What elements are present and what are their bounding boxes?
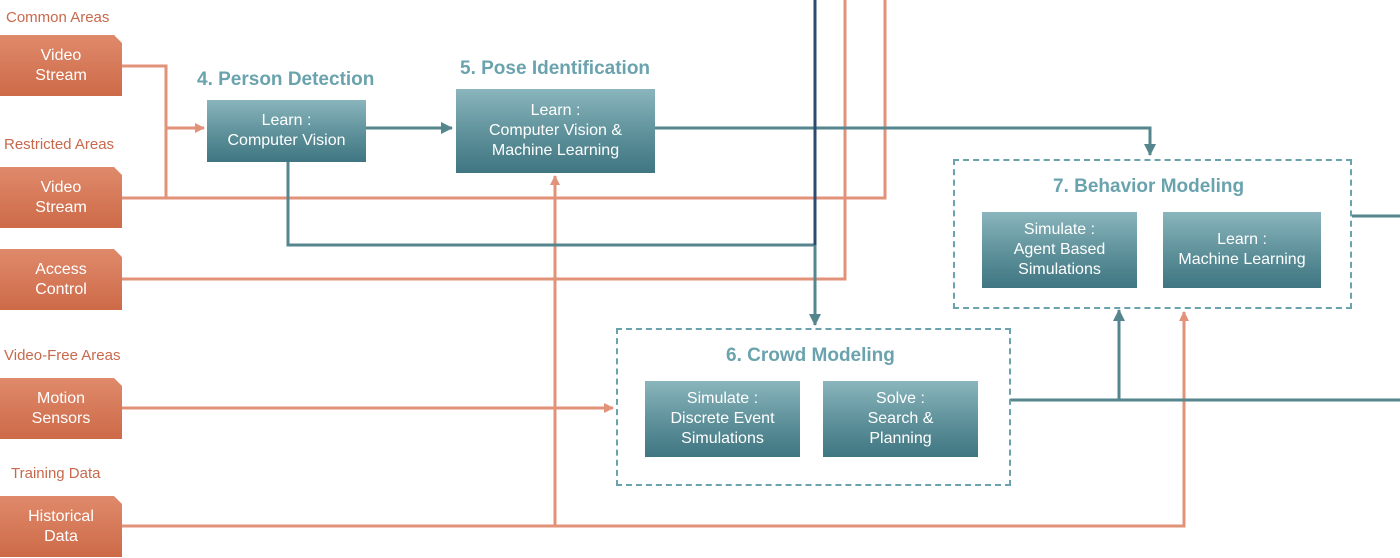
box-line1: Learn : xyxy=(1217,231,1267,248)
wire-person-down xyxy=(286,162,815,247)
box-line2: Computer Vision xyxy=(227,132,346,149)
source-line1: Access xyxy=(35,260,87,278)
label-video-free-areas: Video-Free Areas xyxy=(4,347,121,364)
box-line3: Simulations xyxy=(1018,261,1101,278)
box-behavior-learn: Learn : Machine Learning xyxy=(1163,212,1321,288)
box-line3: Simulations xyxy=(681,430,764,447)
box-behavior-simulate: Simulate : Agent Based Simulations xyxy=(982,212,1137,288)
box-line3: Machine Learning xyxy=(491,142,620,159)
wire-access-control xyxy=(122,0,847,281)
source-access-control: Access Control xyxy=(0,249,122,310)
source-line2: Stream xyxy=(35,198,87,216)
title-person-detection: 4. Person Detection xyxy=(197,69,375,90)
source-restricted-video-stream: Video Stream xyxy=(0,167,122,228)
source-line1: Motion xyxy=(36,389,86,407)
group-behavior-modeling xyxy=(953,159,1352,309)
wire-pose-to-behavior xyxy=(655,126,1156,156)
title-pose-identification: 5. Pose Identification xyxy=(460,58,651,79)
box-line3: Planning xyxy=(869,430,932,447)
title-crowd-modeling: 6. Crowd Modeling xyxy=(726,345,895,366)
label-common-areas: Common Areas xyxy=(6,9,110,26)
box-line1: Learn : xyxy=(530,102,581,119)
source-historical-data: Historical Data xyxy=(0,496,122,557)
source-line1: Historical xyxy=(28,507,94,525)
box-line2: Computer Vision & xyxy=(488,122,623,139)
box-line1: Solve : xyxy=(876,390,925,407)
wire-restricted-video xyxy=(122,128,168,200)
source-line2: Sensors xyxy=(31,409,91,427)
source-line2: Control xyxy=(35,280,87,298)
wire-historical xyxy=(122,311,1189,528)
box-person-detection: Learn : Computer Vision xyxy=(207,100,366,162)
source-line2: Stream xyxy=(35,66,87,84)
source-common-video-stream: Video Stream xyxy=(0,35,122,96)
source-line1: Video xyxy=(40,178,82,196)
wire-restricted-up xyxy=(122,0,887,200)
box-line2: Discrete Event xyxy=(670,410,775,427)
source-motion-sensors: Motion Sensors xyxy=(0,378,122,439)
title-behavior-modeling: 7. Behavior Modeling xyxy=(1053,176,1245,197)
label-training-data: Training Data xyxy=(11,465,101,482)
source-line1: Video xyxy=(40,46,82,64)
source-line2: Data xyxy=(44,527,78,545)
box-line1: Simulate : xyxy=(686,390,759,407)
box-line2: Machine Learning xyxy=(1178,251,1306,268)
box-line2: Agent Based xyxy=(1013,241,1106,258)
box-crowd-simulate: Simulate : Discrete Event Simulations xyxy=(645,381,800,457)
box-line1: Learn : xyxy=(261,112,312,129)
wire-common-to-person xyxy=(122,64,205,133)
label-restricted-areas: Restricted Areas xyxy=(4,136,115,153)
box-crowd-solve: Solve : Search & Planning xyxy=(823,381,978,457)
box-line1: Simulate : xyxy=(1023,221,1096,238)
box-line2: Search & xyxy=(867,410,934,427)
group-crowd-modeling xyxy=(616,328,1011,486)
box-pose-identification: Learn : Computer Vision & Machine Learni… xyxy=(456,89,655,173)
